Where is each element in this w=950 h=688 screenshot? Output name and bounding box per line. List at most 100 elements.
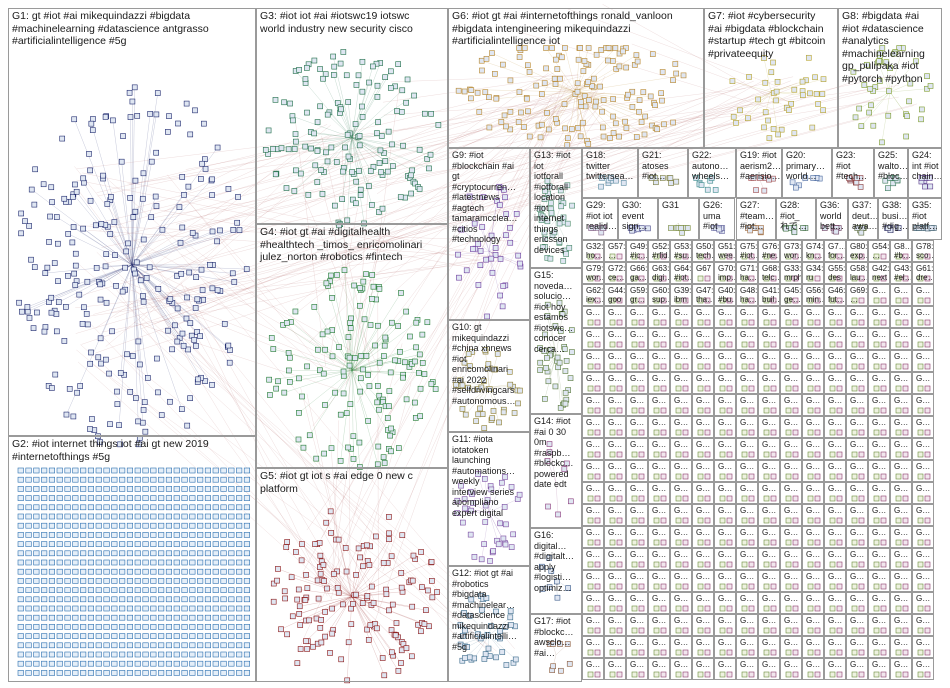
- edge: [461, 229, 490, 252]
- small-group-cell: G…: [626, 636, 648, 658]
- node: [180, 342, 187, 349]
- small-group-cell: G…: [626, 372, 648, 394]
- small-group-cell: G…: [780, 438, 802, 460]
- small-group-cell: G…: [692, 372, 714, 394]
- small-group-label: G…: [674, 550, 689, 559]
- edge: [177, 100, 607, 326]
- node: [214, 238, 220, 245]
- group-label-g23: G23: #iot #tech…: [836, 150, 868, 181]
- small-group-cell: G…: [626, 592, 648, 614]
- edge: [321, 135, 369, 351]
- small-group-label: G…: [674, 660, 689, 669]
- small-group-label: G…: [718, 396, 733, 405]
- group-panel-g24: G24: int #iot chain…: [908, 148, 942, 198]
- small-group-cell: G…: [714, 328, 736, 350]
- edge: [131, 229, 240, 266]
- small-group-label: G…: [608, 352, 623, 361]
- small-group-cell: G…: [758, 526, 780, 548]
- node: [97, 281, 104, 288]
- group-label-g35: G35: #iot platf…: [912, 200, 939, 231]
- node: [192, 305, 199, 311]
- node: [140, 236, 147, 243]
- small-group-label: G…: [630, 616, 645, 625]
- small-group-cell: G…: [890, 548, 912, 570]
- small-group-label: G…: [630, 308, 645, 317]
- edge: [185, 285, 366, 608]
- edge: [150, 96, 899, 219]
- node: [28, 186, 35, 193]
- node: [47, 213, 53, 220]
- small-group-label: G…: [762, 660, 777, 669]
- small-group-cell: G56: min…: [802, 284, 824, 306]
- edge: [538, 91, 577, 126]
- node: [88, 349, 94, 356]
- node: [133, 395, 139, 401]
- edge: [351, 137, 373, 205]
- small-group-cell: G…: [582, 394, 604, 416]
- group-panel-g37: G37: deut… awa…: [848, 198, 878, 240]
- edge: [89, 102, 595, 226]
- small-group-cell: G…: [582, 658, 604, 680]
- small-group-cell: G79: wor…: [582, 262, 604, 284]
- node: [104, 201, 111, 207]
- small-group-cell: G…: [846, 438, 868, 460]
- small-group-label: G…: [784, 374, 799, 383]
- edge: [889, 91, 907, 115]
- small-group-cell: G…: [604, 504, 626, 526]
- node: [184, 294, 190, 301]
- edge: [518, 91, 577, 123]
- small-group-cell: G33: mrph… trx…: [780, 262, 802, 284]
- small-group-label: G79: wor…: [586, 264, 604, 282]
- edge: [488, 387, 500, 423]
- edge: [351, 82, 370, 138]
- node: [93, 265, 100, 271]
- edge: [383, 104, 548, 116]
- small-group-cell: G…: [582, 350, 604, 372]
- edge: [488, 635, 516, 660]
- edge: [21, 264, 133, 312]
- group-panel-g29: G29: #iot iot realid…: [582, 198, 618, 240]
- node: [176, 204, 183, 211]
- edge: [162, 232, 515, 650]
- edge: [295, 137, 353, 142]
- small-group-cell: G…: [912, 438, 934, 460]
- small-group-label: G…: [586, 396, 601, 405]
- small-group-label: G…: [872, 374, 887, 383]
- small-group-cell: G…: [780, 416, 802, 438]
- edge: [154, 80, 791, 325]
- small-group-cell: G…: [890, 658, 912, 680]
- small-group-label: G…: [652, 330, 667, 339]
- node: [89, 127, 96, 133]
- small-group-cell: G…: [912, 350, 934, 372]
- small-group-label: G…: [916, 594, 931, 603]
- edge: [404, 102, 557, 176]
- small-group-label: G…: [718, 528, 733, 537]
- edge: [131, 264, 182, 275]
- small-group-cell: G…: [692, 482, 714, 504]
- group-panel-g14: G14: #iot #ai 0 30 0m #raspb… #blockc… p…: [530, 414, 582, 528]
- small-group-cell: G…: [648, 636, 670, 658]
- small-group-label: G…: [608, 506, 623, 515]
- group-panel-g27: G27: #team… #iot…: [736, 198, 776, 240]
- small-group-cell: G…: [582, 372, 604, 394]
- small-group-cell: G…: [626, 438, 648, 460]
- edge: [555, 314, 563, 356]
- edge: [73, 194, 133, 265]
- small-group-label: G…: [784, 308, 799, 317]
- small-group-label: G…: [674, 418, 689, 427]
- small-group-cell: G…: [912, 504, 934, 526]
- small-group-cell: G60: sup…: [648, 284, 670, 306]
- small-group-label: G…: [762, 550, 777, 559]
- small-group-cell: G…: [846, 460, 868, 482]
- edge: [131, 264, 199, 301]
- small-group-cell: G…: [714, 592, 736, 614]
- edge: [131, 264, 183, 410]
- small-group-label: G…: [740, 572, 755, 581]
- small-group-label: G…: [784, 660, 799, 669]
- small-group-cell: G…: [802, 548, 824, 570]
- edge: [332, 596, 353, 631]
- edge: [323, 564, 353, 597]
- group-panel-g6: G6: #iot gt #ai #internetofthings ronald…: [448, 8, 704, 148]
- small-group-cell: G…: [780, 570, 802, 592]
- group-label-g29: G29: #iot iot realid…: [586, 200, 618, 231]
